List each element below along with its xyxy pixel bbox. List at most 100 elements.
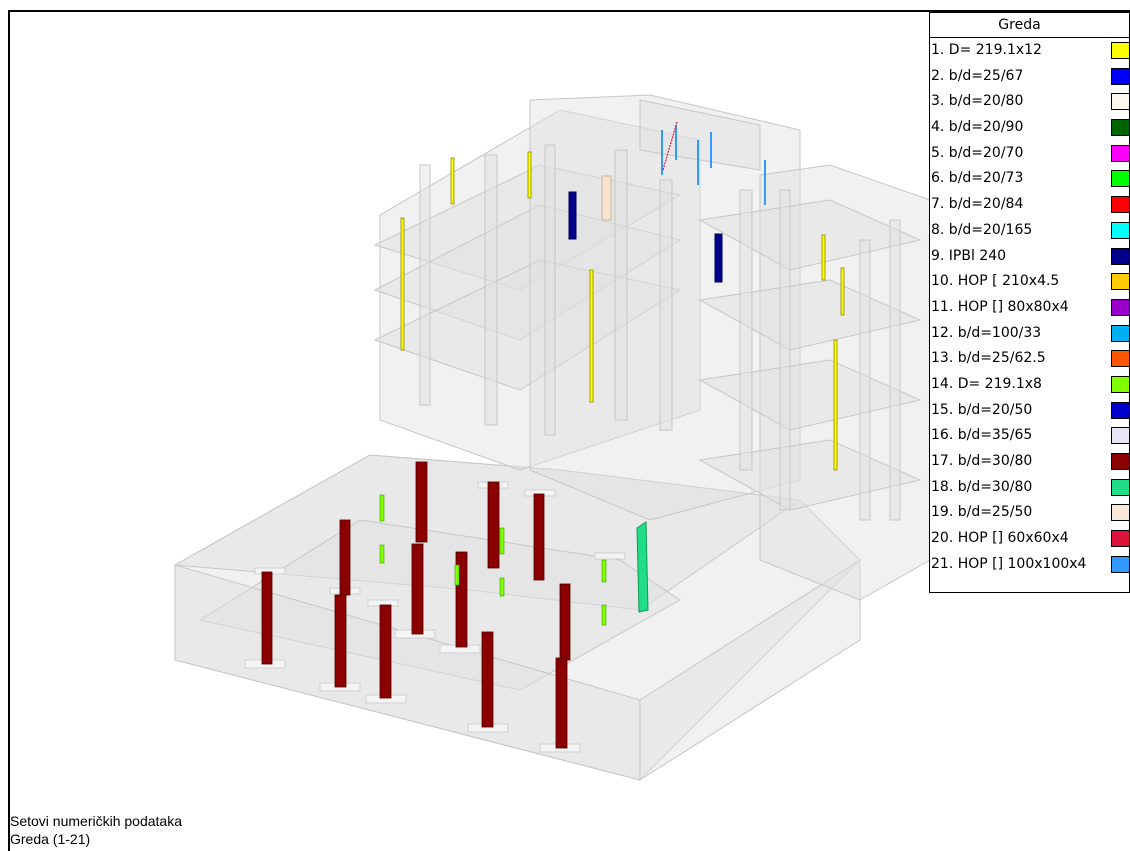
column-19 [601, 175, 612, 221]
legend-item-label: 13. b/d=25/62.5 [931, 350, 1046, 367]
column-17 [559, 583, 571, 661]
legend-item-label: 14. D= 219.1x8 [931, 375, 1042, 392]
column-17 [415, 461, 428, 543]
tower-left-block [379, 109, 701, 471]
legend-item-label: 9. IPBl 240 [931, 247, 1007, 264]
wall-strip [544, 144, 556, 436]
column-9 [714, 233, 723, 283]
legend-item-label: 1. D= 219.1x12 [931, 42, 1042, 58]
tower-core [529, 94, 801, 521]
footer-line-2: Greda (1-21) [10, 831, 91, 847]
podium-right-wall [639, 559, 861, 781]
legend-item-label: 7. b/d=20/84 [931, 196, 1024, 213]
column-14 [379, 494, 385, 522]
legend-color-swatch [1111, 478, 1130, 496]
wall-strip [659, 179, 673, 431]
legend-item-label: 11. HOP [] 80x80x4 [931, 298, 1069, 315]
legend-item-label: 6. b/d=20/73 [931, 170, 1024, 187]
column-14 [499, 577, 505, 597]
legend-panel: Greda 1. D= 219.1x12 2. b/d=25/67 3. b/d=2… [929, 12, 1130, 593]
legend-color-swatch [1111, 427, 1130, 445]
column-17 [334, 594, 347, 688]
legend-item: 19. b/d=25/50 [930, 500, 1130, 526]
legend-item: 11. HOP [] 80x80x4 [930, 295, 1130, 321]
legend-item-label: 4. b/d=20/90 [931, 119, 1024, 136]
legend-color-swatch [1111, 221, 1130, 239]
column-17 [411, 543, 424, 635]
legend-title: Greda [930, 13, 1129, 38]
legend-item-label: 19. b/d=25/50 [931, 504, 1033, 521]
legend-item-label: 21. HOP [] 100x100x4 [931, 555, 1087, 572]
legend-item: 12. b/d=100/33 [930, 321, 1130, 347]
wall-strip [739, 189, 753, 471]
column-1 [589, 269, 594, 403]
legend-item-label: 8. b/d=20/165 [931, 221, 1033, 238]
legend-item: 4. b/d=20/90 [930, 115, 1130, 141]
wall-strip [779, 189, 791, 511]
column-1 [833, 339, 838, 471]
legend-item: 3. b/d=20/80 [930, 89, 1130, 115]
column-17 [455, 551, 468, 648]
legend-item-label: 3. b/d=20/80 [931, 93, 1024, 110]
legend-color-swatch [1111, 273, 1130, 291]
legend-item: 16. b/d=35/65 [930, 423, 1130, 449]
stair-tower [639, 99, 761, 171]
column-1 [450, 157, 455, 205]
legend-item-label: 15. b/d=20/50 [931, 401, 1033, 418]
column-1 [527, 151, 532, 199]
legend-item: 14. D= 219.1x8 [930, 372, 1130, 398]
legend-item-label: 5. b/d=20/70 [931, 144, 1024, 161]
legend-item: 5. b/d=20/70 [930, 141, 1130, 167]
column-1 [400, 217, 405, 351]
legend-item-label: 18. b/d=30/80 [931, 478, 1033, 495]
legend-rows: 1. D= 219.1x12 2. b/d=25/67 3. b/d=20/80 4.… [930, 38, 1130, 578]
legend-item: 7. b/d=20/84 [930, 192, 1130, 218]
legend-color-swatch [1111, 530, 1130, 548]
column-17 [481, 631, 494, 728]
column-1 [840, 267, 845, 316]
legend-item-label: 2. b/d=25/67 [931, 67, 1024, 84]
column-20 [662, 121, 678, 171]
legend-color-swatch [1111, 350, 1130, 368]
column-17 [339, 519, 351, 596]
legend-item: 20. HOP [] 60x60x4 [930, 526, 1130, 552]
column-18 [636, 521, 649, 613]
legend-color-swatch [1111, 401, 1130, 419]
tower-right-slab-1 [698, 199, 922, 271]
legend-item: 6. b/d=20/73 [930, 166, 1130, 192]
column-17 [379, 604, 392, 699]
legend-color-swatch [1111, 42, 1130, 59]
column-17 [533, 493, 545, 581]
legend-item: 8. b/d=20/165 [930, 218, 1130, 244]
legend-item: 9. IPBl 240 [930, 244, 1130, 270]
column-14 [499, 527, 505, 555]
legend-item: 15. b/d=20/50 [930, 398, 1130, 424]
legend-color-swatch [1111, 247, 1130, 265]
legend-color-swatch [1111, 144, 1130, 162]
column-9 [568, 191, 577, 240]
wall-strip [889, 219, 901, 521]
legend-color-swatch [1111, 555, 1130, 573]
column-14 [379, 544, 385, 564]
column-17 [555, 657, 568, 749]
legend-item: 13. b/d=25/62.5 [930, 346, 1130, 372]
legend-color-swatch [1111, 375, 1130, 393]
legend-item: 10. HOP [ 210x4.5 [930, 269, 1130, 295]
viewport-frame [8, 10, 1130, 851]
legend-item: 21. HOP [] 100x100x4 [930, 552, 1130, 578]
column-17 [261, 571, 273, 665]
wall-strip [859, 239, 871, 521]
tower-right-slab-3 [698, 359, 922, 431]
legend-item-label: 16. b/d=35/65 [931, 427, 1033, 444]
wall-strip [484, 154, 498, 426]
legend-color-swatch [1111, 170, 1130, 188]
legend-color-swatch [1111, 298, 1130, 316]
column-14 [454, 564, 460, 586]
legend-color-swatch [1111, 119, 1130, 137]
legend-item-label: 12. b/d=100/33 [931, 324, 1042, 341]
legend-color-swatch [1111, 453, 1130, 470]
legend-color-swatch [1111, 324, 1130, 342]
footer-info: Setovi numeričkih podataka Greda (1-21) [10, 812, 182, 848]
legend-color-swatch [1111, 196, 1130, 214]
